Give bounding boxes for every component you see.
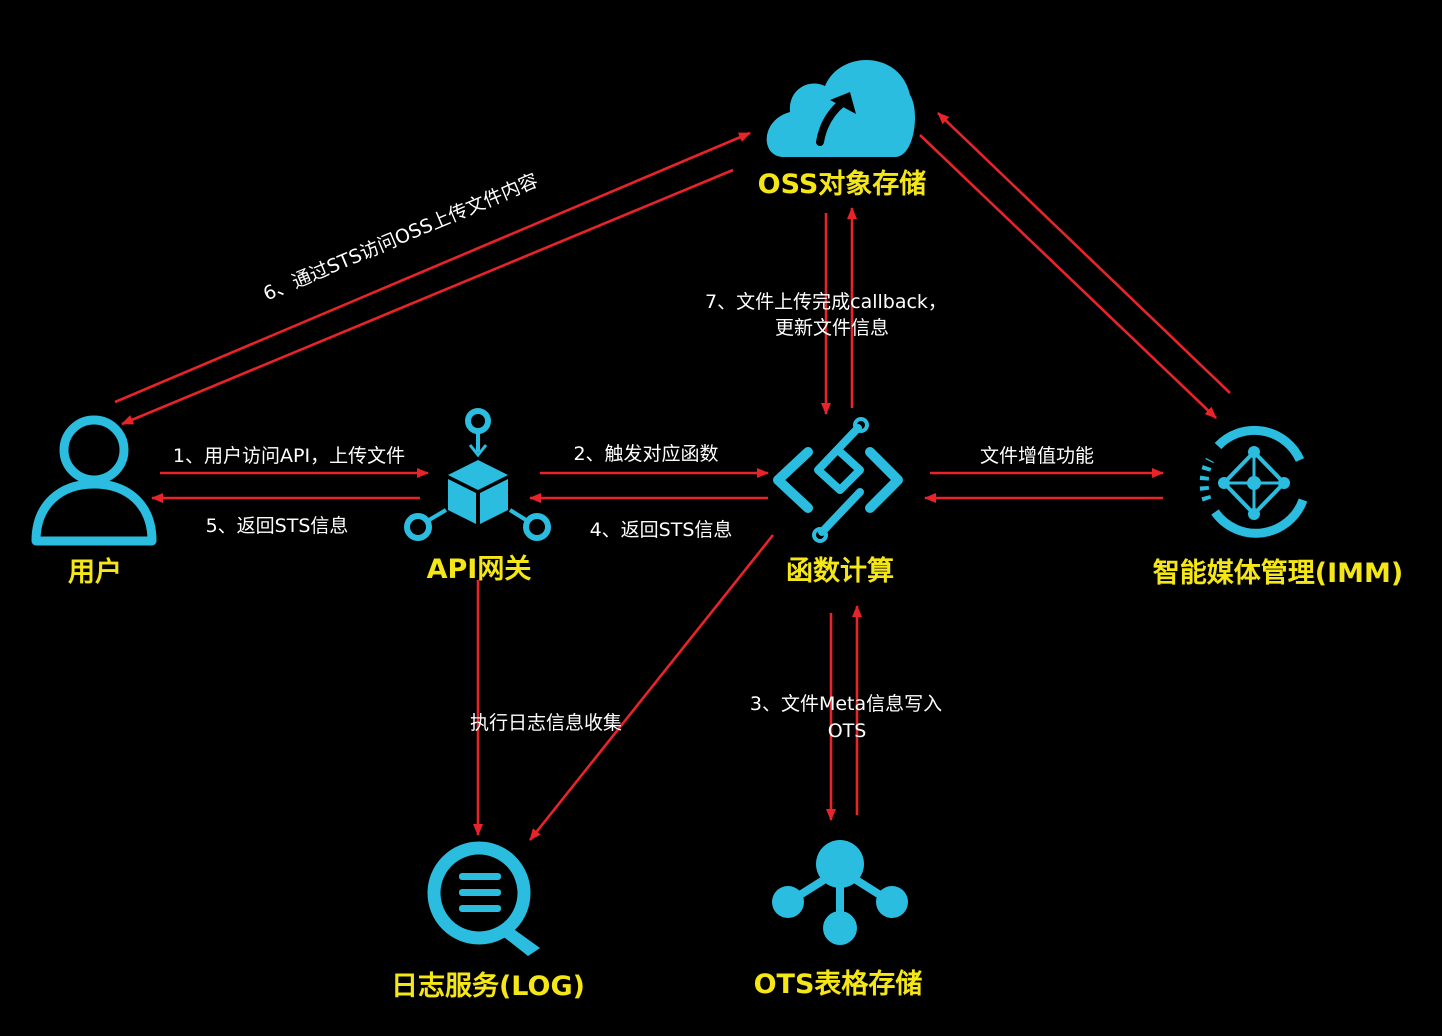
media-management-icon (1199, 425, 1308, 538)
log-search-icon (427, 841, 540, 956)
edge-label-step4: 4、返回STS信息 (590, 519, 733, 541)
edge-label-step3-line1: 3、文件Meta信息写入 (750, 693, 942, 715)
user-icon (31, 415, 157, 546)
api-gateway-icon (404, 408, 551, 541)
edge-label-step7-line2: 更新文件信息 (775, 317, 889, 339)
arrow-user-to-oss (114, 131, 751, 404)
arrow-oss-to-user (121, 168, 734, 426)
arrow-oss-to-imm (919, 134, 1217, 419)
node-label-oss: OSS对象存储 (758, 168, 927, 200)
node-label-user: 用户 (68, 556, 122, 588)
table-store-icon (772, 840, 908, 945)
edge-label-step5: 5、返回STS信息 (206, 515, 349, 537)
edge-label-imm-link: 文件增值功能 (980, 445, 1094, 467)
node-label-imm: 智能媒体管理(IMM) (1153, 557, 1403, 589)
edge-label-step6: 6、通过STS访问OSS上传文件内容 (260, 170, 541, 306)
cloud-upload-icon (766, 60, 915, 158)
node-label-ots: OTS表格存储 (754, 969, 923, 1000)
arrows (114, 112, 1231, 841)
arrow-fc-to-log (528, 534, 775, 841)
edge-label-step2: 2、触发对应函数 (573, 443, 718, 465)
node-label-log: 日志服务(LOG) (391, 971, 585, 1002)
edge-label-step7-line1: 7、文件上传完成callback， (705, 291, 947, 313)
node-label-api: API网关 (427, 554, 532, 585)
edge-label-step1: 1、用户访问API，上传文件 (173, 445, 405, 467)
edge-label-step3-line2: OTS (828, 720, 867, 742)
node-label-fc: 函数计算 (786, 555, 894, 587)
edge-label-log-link: 执行日志信息收集 (470, 712, 622, 734)
arrow-imm-to-oss (937, 112, 1231, 394)
function-compute-icon (773, 417, 903, 543)
